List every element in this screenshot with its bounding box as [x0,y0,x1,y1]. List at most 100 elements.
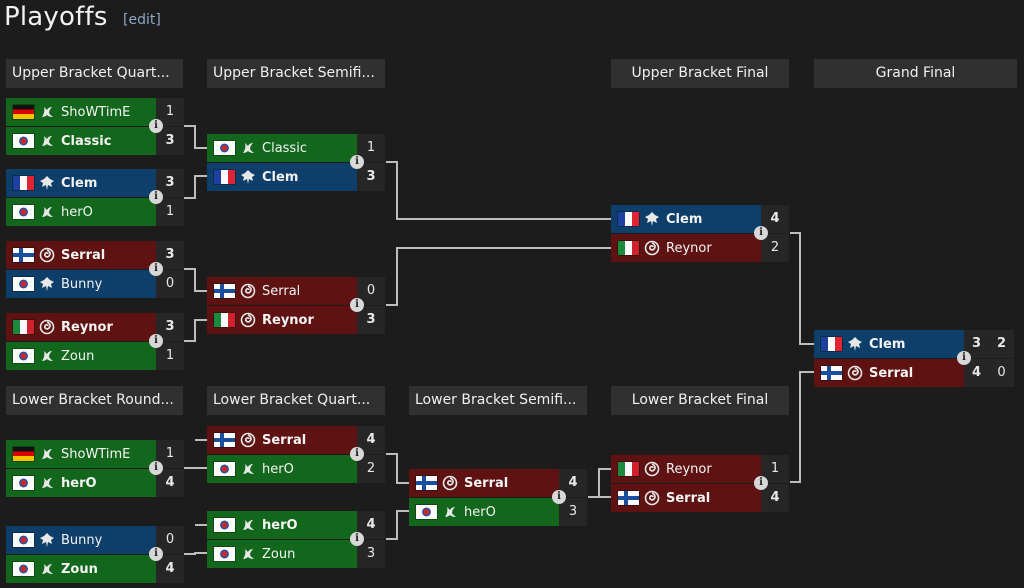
match-info-icon[interactable]: i [754,226,768,240]
flag-fi-icon [416,476,437,490]
player-name[interactable]: Serral [61,247,106,263]
zerg-race-icon [39,319,55,335]
player-name[interactable]: Serral [666,490,711,506]
player-name[interactable]: herO [464,504,496,520]
flag-fr-icon [821,337,842,351]
flag-kr-icon [13,476,34,490]
player-name[interactable]: Serral [262,283,301,299]
protoss-race-icon [39,204,55,220]
match-info-icon[interactable]: i [754,476,768,490]
player-name[interactable]: Bunny [61,276,103,292]
header-lower-bracket-semifinals: Lower Bracket Semifi... [409,386,587,415]
player-name[interactable]: herO [262,517,298,533]
match-info-icon[interactable]: i [149,119,163,133]
player-name[interactable]: Clem [61,175,98,191]
match-info-icon[interactable]: i [957,351,971,365]
player-row[interactable]: Reynor 2 [611,234,789,262]
match-info-icon[interactable]: i [350,298,364,312]
match-info-icon[interactable]: i [149,334,163,348]
player-name[interactable]: ShoWTimE [61,104,131,120]
player-name[interactable]: ShoWTimE [61,446,131,462]
player-name[interactable]: Clem [869,336,906,352]
player-bar: Classic [6,127,156,155]
flag-fi-icon [13,248,34,262]
header-grand-final: Grand Final [814,59,1017,88]
player-name[interactable]: Zoun [61,561,98,577]
protoss-race-icon [39,133,55,149]
player-name[interactable]: Serral [869,365,914,381]
match-info-icon[interactable]: i [552,490,566,504]
player-name[interactable]: herO [61,204,93,220]
match-info-icon[interactable]: i [350,532,364,546]
player-score: 4 [761,205,789,233]
player-bar: herO [6,469,156,497]
player-score: 2 [761,234,789,262]
player-name[interactable]: Clem [262,169,299,185]
player-name[interactable]: Reynor [61,319,113,335]
player-name[interactable]: Reynor [666,461,712,477]
match-info-icon[interactable]: i [350,155,364,169]
player-name[interactable]: Zoun [61,348,95,364]
edit-link[interactable]: [edit] [123,12,161,28]
page-title: Playoffs [4,2,108,32]
header-upper-bracket-final: Upper Bracket Final [611,59,789,88]
player-row[interactable]: herO 1 [6,198,184,226]
flag-kr-icon [214,547,235,561]
player-name[interactable]: Reynor [262,312,314,328]
zerg-race-icon [240,312,256,328]
player-name[interactable]: Classic [262,140,307,156]
protoss-race-icon [39,446,55,462]
player-name[interactable]: Serral [262,432,307,448]
protoss-race-icon [240,461,256,477]
protoss-race-icon [39,348,55,364]
terran-race-icon [644,211,660,227]
player-score: 1 [156,198,184,226]
player-row[interactable]: Reynor 3 [6,313,184,341]
match-info-icon[interactable]: i [149,461,163,475]
player-name[interactable]: herO [61,475,97,491]
player-name[interactable]: Clem [666,211,703,227]
player-name[interactable]: Classic [61,133,112,149]
player-bar: ShoWTimE [6,98,156,126]
match-info-icon[interactable]: i [149,262,163,276]
player-bar: Reynor [207,306,357,334]
match-info-icon[interactable]: i [149,547,163,561]
player-name[interactable]: Zoun [262,546,296,562]
player-name[interactable]: Reynor [666,240,712,256]
match-info-icon[interactable]: i [350,447,364,461]
match-info-icon[interactable]: i [149,190,163,204]
player-score: 3 [156,313,184,341]
header-lower-bracket-round: Lower Bracket Round... [6,386,183,415]
player-name[interactable]: Serral [464,475,509,491]
player-name[interactable]: Bunny [61,532,103,548]
player-row[interactable]: Clem 4 [611,205,789,233]
protoss-race-icon [240,140,256,156]
player-name[interactable]: herO [262,461,294,477]
terran-race-icon [39,532,55,548]
